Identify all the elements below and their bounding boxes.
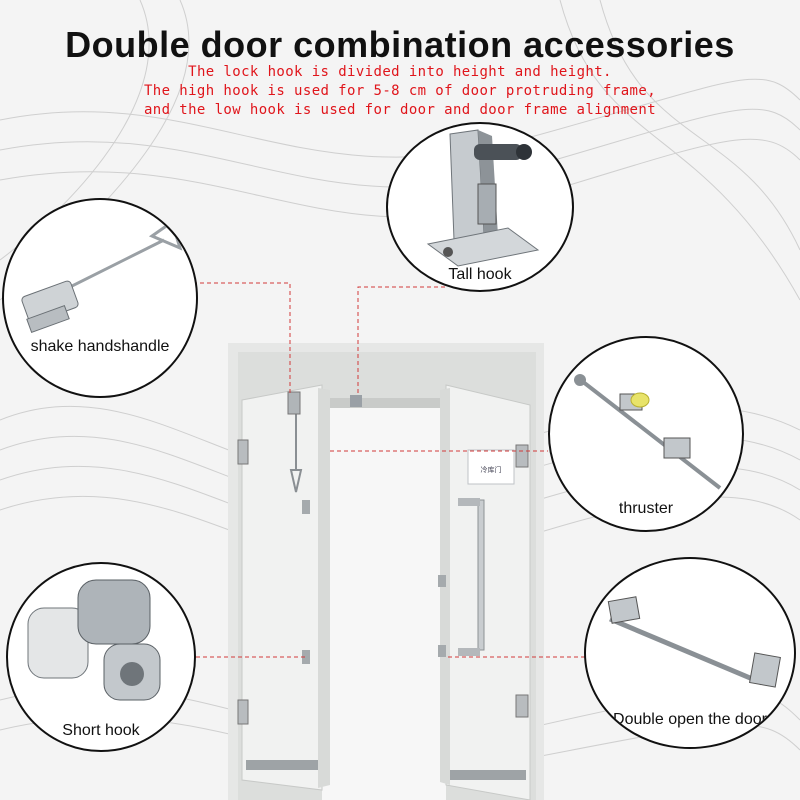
shake-handle-mount	[287, 391, 301, 415]
right-door-kickplate	[450, 770, 526, 780]
shake-handle-label: shake handshandle	[30, 338, 170, 355]
callout-double-open: Double open the door	[584, 557, 796, 749]
note-line-3: and the low hook is used for door and do…	[143, 102, 657, 118]
tall-hook-label: Tall hook	[448, 266, 512, 283]
short-hook-mount	[302, 650, 310, 664]
shake-handle-icon	[21, 219, 183, 334]
left-hinge-top	[237, 439, 249, 465]
leader-lines	[193, 282, 590, 658]
left-hinge-bottom	[237, 699, 249, 725]
door-sign-text: 冷库门	[481, 465, 502, 474]
top-rail	[322, 398, 446, 408]
short-hook-icon	[27, 579, 161, 701]
callout-short-hook: Short hook	[6, 562, 196, 752]
note-line-2: The high hook is used for 5-8 cm of door…	[143, 83, 657, 99]
door-sign	[467, 449, 515, 485]
double-open-bar-icon	[607, 596, 781, 688]
double-open-label: Double open the door	[613, 711, 767, 728]
callout-tall-hook: Tall hook	[386, 122, 574, 292]
page-title: Double door combination accessories	[65, 24, 735, 65]
door-pull-handle	[477, 499, 485, 651]
right-hinge-top	[515, 444, 529, 468]
right-hinge-bottom	[515, 694, 529, 718]
thruster-label: thruster	[618, 500, 674, 517]
tall-hook-mount	[350, 395, 362, 407]
door-opening	[322, 405, 446, 800]
note-line-1: The lock hook is divided into height and…	[188, 64, 612, 80]
short-hook-label: Short hook	[62, 722, 140, 739]
left-door-panel	[241, 384, 323, 791]
callout-shake-handle: shake handshandle	[2, 198, 198, 398]
callout-thruster: thruster	[548, 336, 744, 532]
tall-hook-icon	[426, 129, 540, 267]
thruster-icon	[574, 374, 722, 490]
left-door-kickplate	[246, 760, 318, 770]
